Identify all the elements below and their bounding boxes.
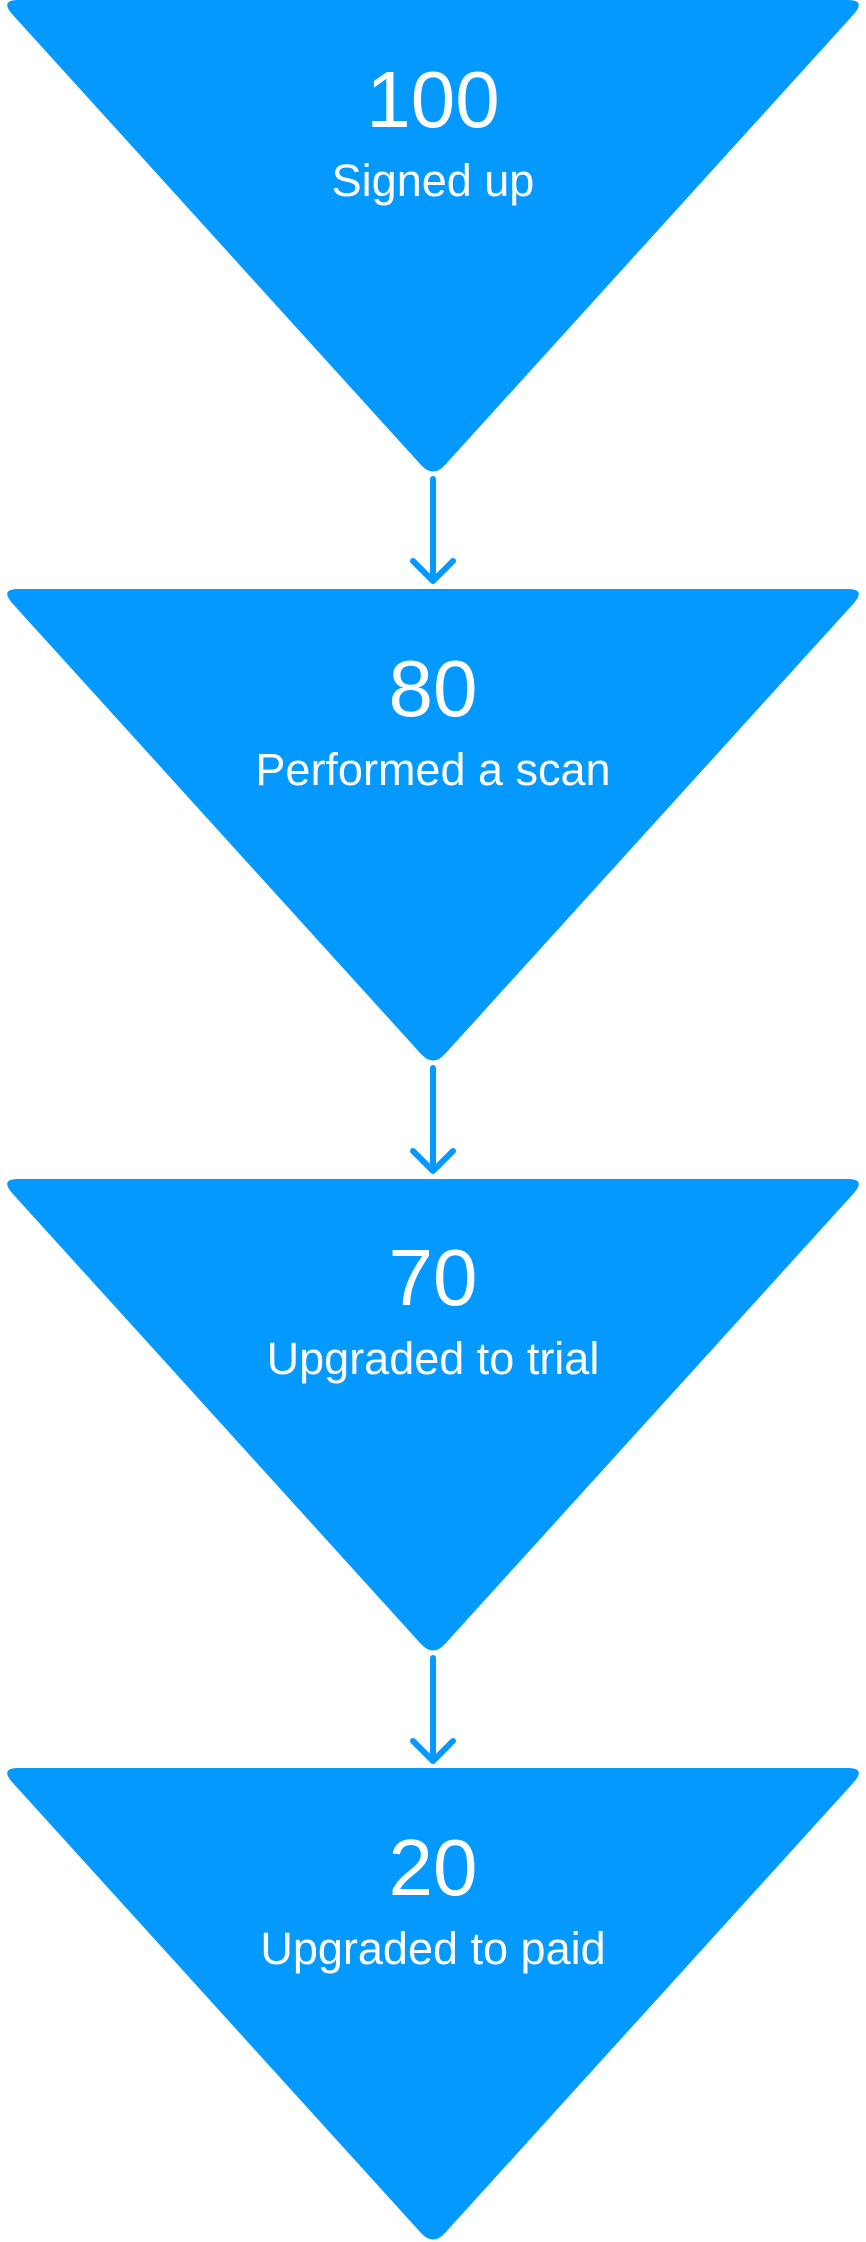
arrow-down-icon [410, 1065, 456, 1174]
stage-triangle [7, 1768, 859, 2240]
stage-label: Upgraded to trial [267, 1333, 600, 1384]
funnel-stage-performed-a-scan: 80 Performed a scan [7, 589, 859, 1061]
stage-triangle [7, 1179, 859, 1651]
funnel-stage-signed-up: 100 Signed up [7, 0, 859, 472]
funnel-stage-upgraded-to-trial: 70 Upgraded to trial [7, 1179, 859, 1651]
arrow-down-icon [410, 1655, 456, 1764]
stage-label: Signed up [332, 155, 535, 206]
stage-label: Upgraded to paid [260, 1923, 605, 1974]
stage-value: 80 [389, 644, 478, 733]
stage-value: 20 [389, 1823, 478, 1912]
stage-label: Performed a scan [255, 744, 610, 795]
stage-value: 70 [389, 1233, 478, 1322]
stage-triangle [7, 0, 859, 472]
stage-triangle [7, 589, 859, 1061]
funnel-stage-upgraded-to-paid: 20 Upgraded to paid [7, 1768, 859, 2240]
stage-value: 100 [366, 55, 499, 144]
arrow-down-icon [410, 476, 456, 584]
